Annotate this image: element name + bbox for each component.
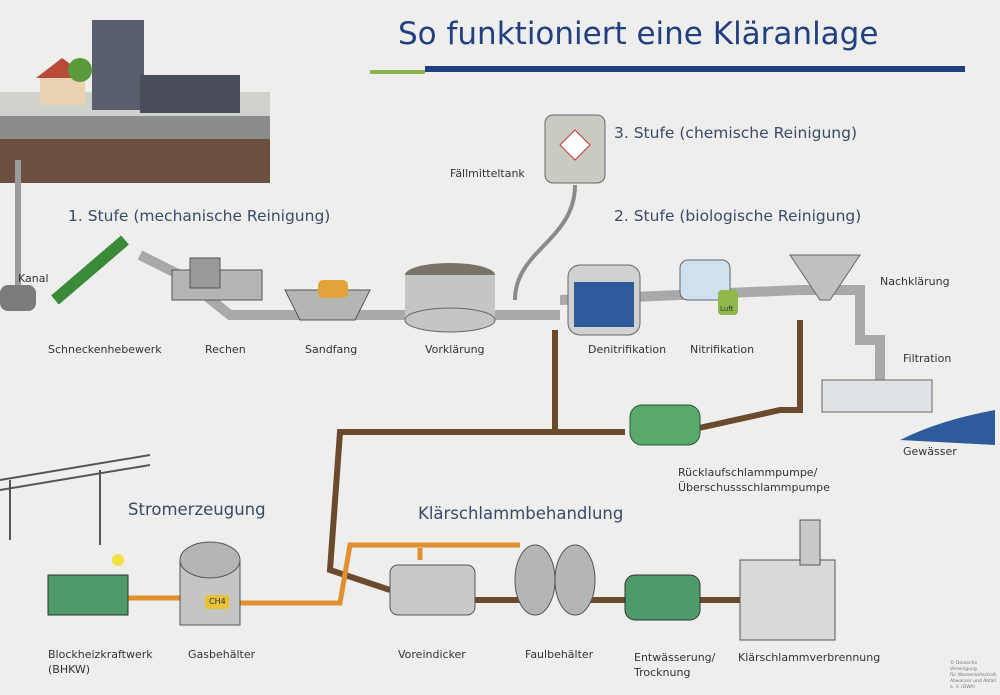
label-schneckenhebewerk: Schneckenhebewerk [48,343,162,356]
label-faellmitteltank: Fällmitteltank [450,167,525,180]
dewatering-unit [624,574,701,621]
copyright-line: © Deutsche Vereinigung [950,661,978,672]
nitrification-tank [679,259,738,315]
title-rule-green [370,70,425,74]
label-gewaesser: Gewässer [903,445,957,458]
label-kanal: Kanal [18,272,49,285]
label-rechen: Rechen [205,343,246,356]
chp-unit [47,554,129,616]
pre-thickener [389,564,476,616]
label-nitrifikation: Nitrifikation [690,343,755,356]
receiving-water [900,410,995,445]
screw-lift [51,235,129,305]
stage-2-heading: 2. Stufe (biologische Reinigung) [614,207,862,225]
sludge-pump [629,404,701,446]
filtration-basin [821,379,933,413]
label-pumpe-line1: Rücklaufschlammpumpe/ [678,466,818,479]
chemical-pipe [513,184,577,301]
label-klaerschlammverbrennung: Klärschlammverbrennung [738,651,881,664]
label-sandfang: Sandfang [305,343,358,356]
canal-outlet [0,285,36,311]
primary-clarifier [404,263,496,333]
label-voreindicker: Voreindicker [398,648,466,661]
title-rule-blue [425,66,965,72]
label-filtration: Filtration [903,352,952,365]
power-lines [0,454,151,545]
label-pumpe-line2: Überschussschlammpumpe [678,481,830,494]
copyright-line: für Wasserwirtschaft, [950,673,998,678]
label-bhkw-line1: Blockheizkraftwerk [48,648,153,661]
label-vorklaerung: Vorklärung [425,343,485,356]
label-faulbehaelter: Faulbehälter [525,648,594,661]
label-entwaesserung-line1: Entwässerung/ [634,651,716,664]
gas-holder [179,541,241,626]
incineration-plant [739,519,836,641]
label-luft: Luft [720,305,734,313]
sludge-heading: Klärschlammbehandlung [418,504,624,523]
copyright-line: Abwasser und Abfall e. V. (DWA) [950,679,996,690]
power-heading: Stromerzeugung [128,500,266,519]
chemical-tank [544,114,606,184]
secondary-clarifier [789,254,861,301]
screen-rake [171,257,263,301]
page-title: So funktioniert eine Kläranlage [398,16,879,52]
label-ch4: CH4 [209,597,226,606]
label-nachklaerung: Nachklärung [880,275,950,288]
stage-3-heading: 3. Stufe (chemische Reinigung) [614,124,858,142]
label-gasbehaelter: Gasbehälter [188,648,256,661]
grit-chamber [284,280,371,321]
stage-1-heading: 1. Stufe (mechanische Reinigung) [68,207,331,225]
digester [514,544,596,616]
copyright-notice: © Deutsche Vereinigung für Wasserwirtsch… [950,661,1000,691]
label-entwaesserung-line2: Trocknung [634,666,691,679]
label-bhkw-line2: (BHKW) [48,663,91,676]
label-denitrifikation: Denitrifikation [588,343,667,356]
denitrification-tank [567,264,641,336]
sludge-pipe [326,320,803,603]
city-illustration [0,20,270,183]
